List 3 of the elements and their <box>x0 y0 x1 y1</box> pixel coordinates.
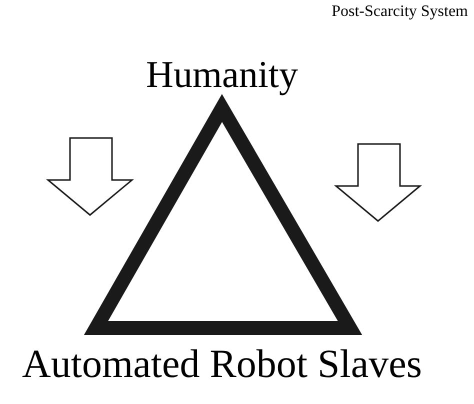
title: Post-Scarcity System <box>332 2 468 22</box>
vertex-label: Automated Robot Slaves <box>22 341 422 386</box>
vertex-label: Humanity <box>146 54 298 96</box>
